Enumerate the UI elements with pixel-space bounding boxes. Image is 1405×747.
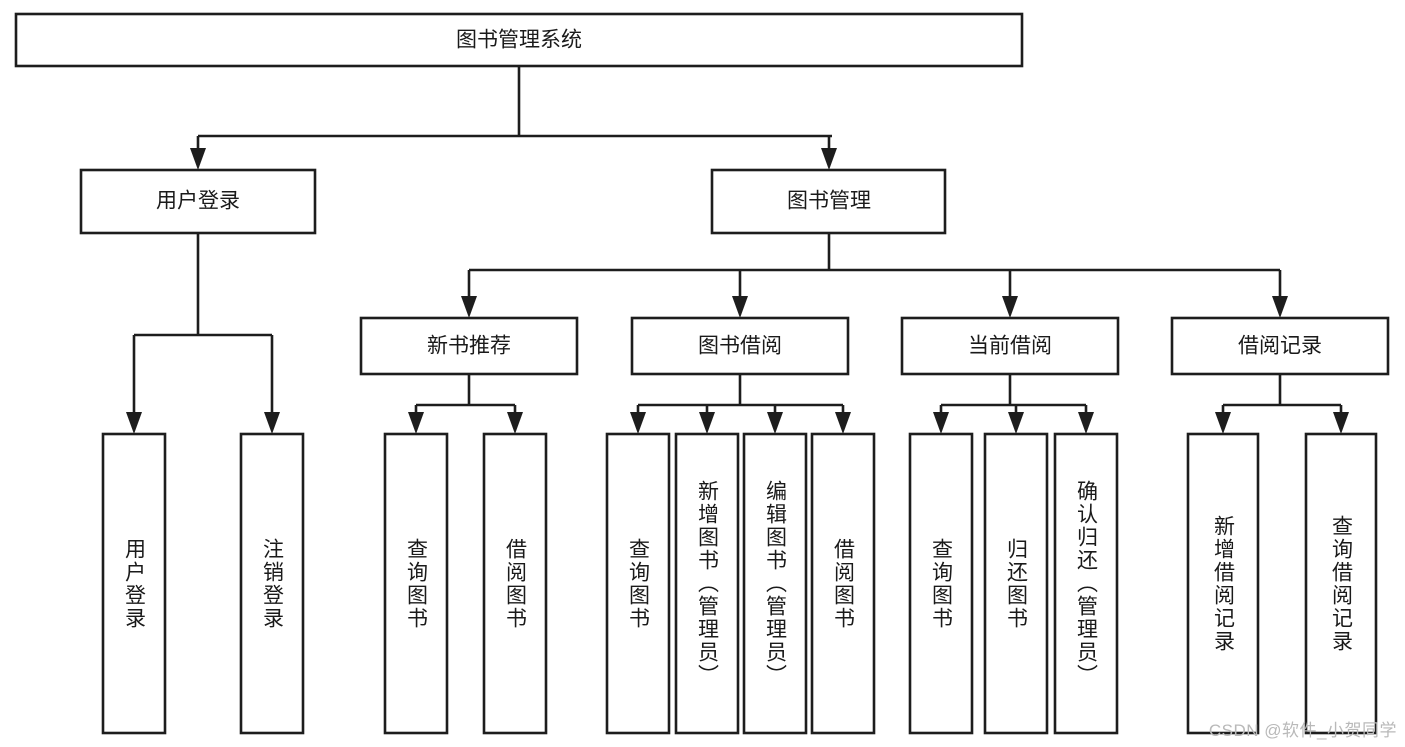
node-borrow-record-label: 借阅记录: [1238, 335, 1322, 358]
node-borrow-record[interactable]: 借阅记录: [1170, 316, 1390, 376]
connector-root-to-level1: [190, 66, 837, 170]
arrow-head-leaf-borrow-book: [835, 412, 851, 434]
connector-user-login-to-leaves: [126, 233, 280, 434]
connector-book-borrow-to-leaves: [630, 374, 851, 434]
arrow-head-leaf-return-book: [1008, 412, 1024, 434]
arrow-head-leaf-query-book-borrow: [630, 412, 646, 434]
arrow-head-leaf-user-login: [126, 412, 142, 434]
arrow-head-leaf-add-borrow-record: [1215, 412, 1231, 434]
node-book-borrow[interactable]: 图书借阅: [630, 316, 850, 376]
node-new-book-recommend-rect: [359, 316, 579, 376]
leaf-add-borrow-record-rect[interactable]: [1186, 432, 1260, 735]
connector-borrow-record-to-leaves: [1215, 374, 1349, 434]
arrow-head-book-manage: [821, 148, 837, 170]
arrow-head-leaf-borrow-book-recommend: [507, 412, 523, 434]
node-current-borrow-label: 当前借阅: [968, 335, 1052, 358]
arrow-head-leaf-query-book-recommend: [408, 412, 424, 434]
node-user-login[interactable]: 用户登录: [79, 168, 317, 235]
leaf-add-book-admin-rect[interactable]: [674, 432, 740, 735]
node-book-manage[interactable]: 图书管理: [710, 168, 947, 235]
node-root-rect: [14, 12, 1024, 68]
node-current-borrow[interactable]: 当前借阅: [900, 316, 1120, 376]
node-book-borrow-label: 图书借阅: [698, 335, 782, 358]
node-book-borrow-rect: [630, 316, 850, 376]
arrow-head-borrow-record: [1272, 296, 1288, 318]
node-current-borrow-rect: [900, 316, 1120, 376]
arrow-head-leaf-confirm-return-admin: [1078, 412, 1094, 434]
connector-book-manage-to-level2: [461, 233, 1288, 318]
arrow-head-leaf-add-book-admin: [699, 412, 715, 434]
watermark-text: CSDN @软件_小贺同学: [1208, 721, 1397, 740]
leaf-return-book-rect[interactable]: [983, 432, 1049, 735]
leaf-query-book-current-rect[interactable]: [908, 432, 974, 735]
arrow-head-leaf-query-borrow-record: [1333, 412, 1349, 434]
arrow-head-book-borrow: [732, 296, 748, 318]
node-root[interactable]: 图书管理系统: [14, 12, 1024, 68]
arrow-head-leaf-user-logout: [264, 412, 280, 434]
node-book-manage-rect: [710, 168, 947, 235]
arrow-head-leaf-query-book-current: [933, 412, 949, 434]
connector-new-book-recommend-to-leaves: [408, 374, 523, 434]
node-new-book-recommend[interactable]: 新书推荐: [359, 316, 579, 376]
arrow-head-current-borrow: [1002, 296, 1018, 318]
leaf-user-logout-rect[interactable]: [239, 432, 305, 735]
leaf-boxes: [101, 432, 1378, 735]
leaf-query-book-borrow-rect[interactable]: [605, 432, 671, 735]
leaf-borrow-book-recommend-rect[interactable]: [482, 432, 548, 735]
node-borrow-record-rect: [1170, 316, 1390, 376]
leaf-query-borrow-record-rect[interactable]: [1304, 432, 1378, 735]
node-user-login-label: 用户登录: [156, 190, 240, 213]
leaf-query-book-recommend-rect[interactable]: [383, 432, 449, 735]
connector-current-borrow-to-leaves: [933, 374, 1094, 434]
leaf-confirm-return-admin-rect[interactable]: [1053, 432, 1119, 735]
arrow-head-new-book-recommend: [461, 296, 477, 318]
leaf-borrow-book-rect[interactable]: [810, 432, 876, 735]
node-new-book-recommend-label: 新书推荐: [427, 335, 511, 358]
arrow-head-leaf-edit-book-admin: [767, 412, 783, 434]
leaf-user-login-rect[interactable]: [101, 432, 167, 735]
node-root-label: 图书管理系统: [456, 29, 582, 52]
leaf-edit-book-admin-rect[interactable]: [742, 432, 808, 735]
node-book-manage-label: 图书管理: [787, 190, 871, 213]
node-user-login-rect: [79, 168, 317, 235]
arrow-head-user-login: [190, 148, 206, 170]
